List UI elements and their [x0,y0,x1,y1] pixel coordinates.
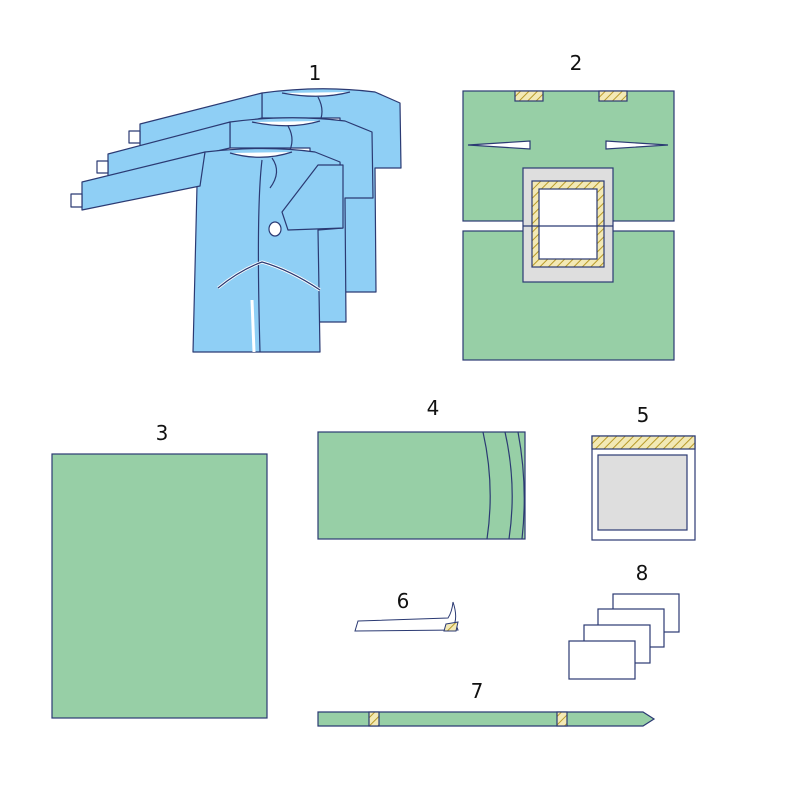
gown-front [70,147,344,353]
label-3: 3 [156,421,169,445]
item-2-split-drape [462,90,675,361]
label-2: 2 [570,51,583,75]
item-1-gowns [70,88,402,353]
label-7: 7 [471,679,484,703]
item-6-adhesive-tape [354,601,459,632]
label-6: 6 [397,589,410,613]
item-8-hand-towels [568,593,680,680]
item-4-folded-drape [317,431,526,540]
label-1: 1 [309,61,322,85]
adhesive-tab-right [598,90,628,102]
item-3-table-cover [51,453,268,719]
item-5-adhesive-drape [591,435,696,541]
label-5: 5 [637,403,650,427]
item-7-drape-strip [317,711,656,727]
label-4: 4 [427,396,440,420]
label-8: 8 [636,561,649,585]
adhesive-tab-left [514,90,544,102]
